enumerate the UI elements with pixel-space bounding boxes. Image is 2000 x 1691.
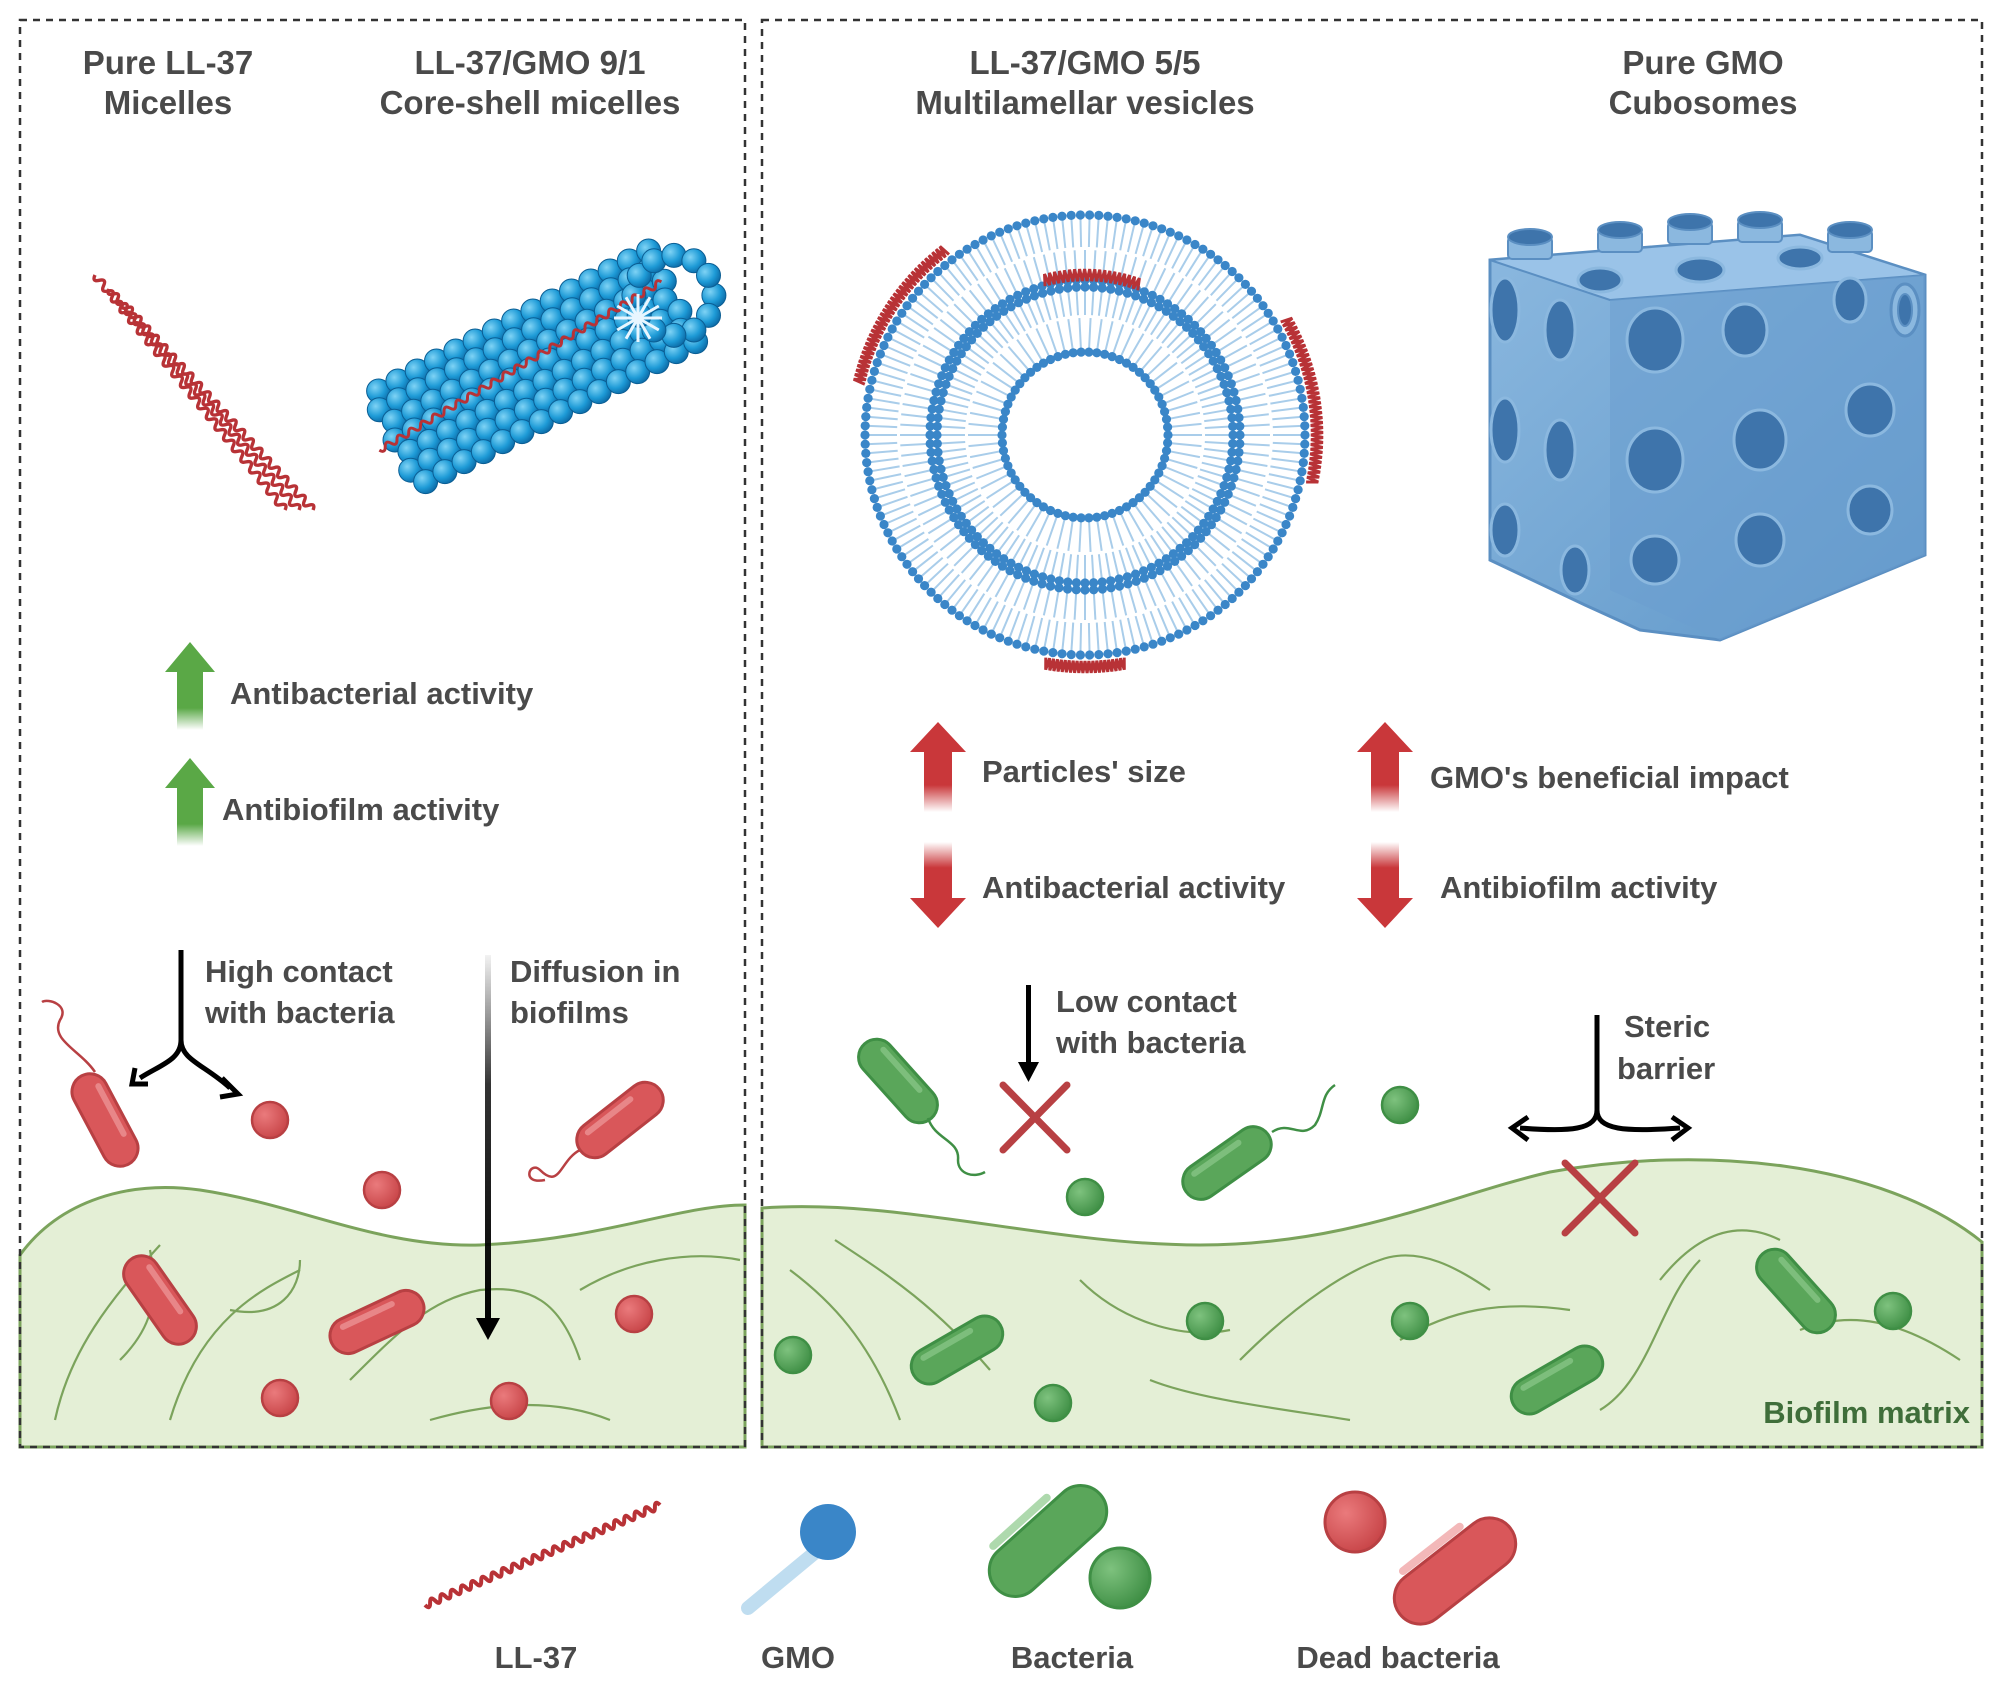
blocked-steric-x-icon xyxy=(1561,1159,1639,1237)
antibiofilm-up-arrow-icon xyxy=(165,758,215,846)
legend: LL-37 GMO Bacteria Dead bacteria xyxy=(423,1484,1518,1675)
bacterium-coccus xyxy=(1065,1177,1105,1217)
flagellum xyxy=(926,1117,986,1177)
right-antibacterial-down-arrow-icon xyxy=(910,842,966,928)
bacterium-rod xyxy=(1755,1247,1837,1335)
bacterium-coccus xyxy=(614,1294,654,1334)
biofilm-right xyxy=(760,1158,1984,1449)
left-antibiofilm-label: Antibiofilm activity xyxy=(222,792,500,827)
cubosome-illustration xyxy=(1488,211,1927,642)
diffusion-line-2: biofilms xyxy=(510,995,629,1030)
bacterium-coccus xyxy=(1380,1085,1420,1125)
bacterium-coccus xyxy=(773,1335,813,1375)
high-contact-arrow-icon xyxy=(128,950,244,1100)
biofilm-matrix-label: Biofilm matrix xyxy=(1763,1395,1970,1430)
low-contact-line-2: with bacteria xyxy=(1055,1025,1246,1060)
low-contact-arrow-icon xyxy=(1018,985,1039,1082)
bacterium-rod xyxy=(1509,1344,1605,1416)
legend-ll37-label: LL-37 xyxy=(495,1640,578,1675)
right-antibacterial-label: Antibacterial activity xyxy=(982,870,1286,905)
steric-line-1: Steric xyxy=(1624,1009,1710,1044)
diffusion-arrow-icon xyxy=(476,955,500,1340)
legend-bacteria-icon xyxy=(987,1484,1152,1610)
antibacterial-up-arrow-icon xyxy=(165,642,215,730)
bacterium-coccus xyxy=(260,1378,300,1418)
bacterium-rod xyxy=(122,1254,198,1346)
flagellum xyxy=(41,999,97,1073)
micelle-core-star-icon xyxy=(614,294,662,342)
ll37-micelle-illustration xyxy=(92,274,316,511)
vesicle-peptide xyxy=(852,245,950,386)
right-antibiofilm-down-arrow-icon xyxy=(1357,842,1413,928)
bacterium-rod xyxy=(70,1072,140,1168)
bacterium-rod xyxy=(575,1080,665,1160)
title-pure-gmo: Pure GMO xyxy=(1622,44,1783,81)
bacterium-coccus xyxy=(1390,1301,1430,1341)
size-up-arrow-icon xyxy=(910,722,966,812)
vesicle-peptide xyxy=(1280,316,1324,484)
particles-size-label: Particles' size xyxy=(982,754,1186,789)
blocked-contact-x-icon xyxy=(999,1081,1071,1154)
peptide-helix xyxy=(106,288,302,511)
bacterium-rod xyxy=(909,1314,1005,1386)
legend-dead-bacteria-icon xyxy=(1323,1490,1518,1626)
right-antibiofilm-label: Antibiofilm activity xyxy=(1440,870,1718,905)
bacterium-rod xyxy=(1181,1125,1273,1201)
title-core-shell-micelles: Core-shell micelles xyxy=(380,84,681,121)
bacterium-rod xyxy=(857,1037,939,1125)
bacterium-coccus xyxy=(362,1170,402,1210)
high-contact-line-1: High contact xyxy=(205,954,393,989)
flagellum xyxy=(1271,1083,1336,1134)
diffusion-line-1: Diffusion in xyxy=(510,954,680,989)
legend-dead-bacteria-label: Dead bacteria xyxy=(1296,1640,1500,1675)
legend-gmo-icon xyxy=(741,1504,856,1615)
low-contact-line-1: Low contact xyxy=(1056,984,1237,1019)
peptide-helix xyxy=(120,302,316,511)
legend-bacteria-label: Bacteria xyxy=(1011,1640,1134,1675)
core-shell-micelle-illustration xyxy=(366,238,727,495)
high-contact-line-2: with bacteria xyxy=(204,995,395,1030)
left-panel-border xyxy=(18,18,747,1449)
title-pure-ll37: Pure LL-37 xyxy=(83,44,254,81)
vesicle-peptide xyxy=(1043,268,1141,291)
steric-barrier-arrow-icon xyxy=(1507,1015,1693,1142)
legend-gmo-label: GMO xyxy=(761,1640,835,1675)
title-micelles: Micelles xyxy=(104,84,232,121)
bacteria-population xyxy=(41,999,1913,1423)
bacterium-coccus xyxy=(1033,1383,1073,1423)
bacterium-rod xyxy=(328,1288,426,1356)
gmo-impact-up-arrow-icon xyxy=(1357,722,1413,812)
bacterium-coccus xyxy=(1185,1301,1225,1341)
steric-line-2: barrier xyxy=(1617,1051,1715,1086)
title-ll37-gmo-55: LL-37/GMO 5/5 xyxy=(969,44,1200,81)
right-panel-border xyxy=(760,18,1984,1449)
title-ll37-gmo-91: LL-37/GMO 9/1 xyxy=(414,44,645,81)
bacterium-coccus xyxy=(489,1381,529,1421)
gmo-impact-label: GMO's beneficial impact xyxy=(1430,760,1789,795)
flagellum xyxy=(528,1148,581,1182)
bacterium-coccus xyxy=(250,1100,290,1140)
title-multilamellar-vesicles: Multilamellar vesicles xyxy=(915,84,1254,121)
vesicle-peptide xyxy=(1044,657,1126,674)
left-antibacterial-label: Antibacterial activity xyxy=(230,676,534,711)
title-cubosomes: Cubosomes xyxy=(1609,84,1798,121)
bacterium-coccus xyxy=(1873,1291,1913,1331)
multilamellar-vesicle-illustration xyxy=(852,210,1324,674)
peptide-helix xyxy=(92,274,288,511)
legend-ll37-peptide-icon xyxy=(423,1500,662,1610)
